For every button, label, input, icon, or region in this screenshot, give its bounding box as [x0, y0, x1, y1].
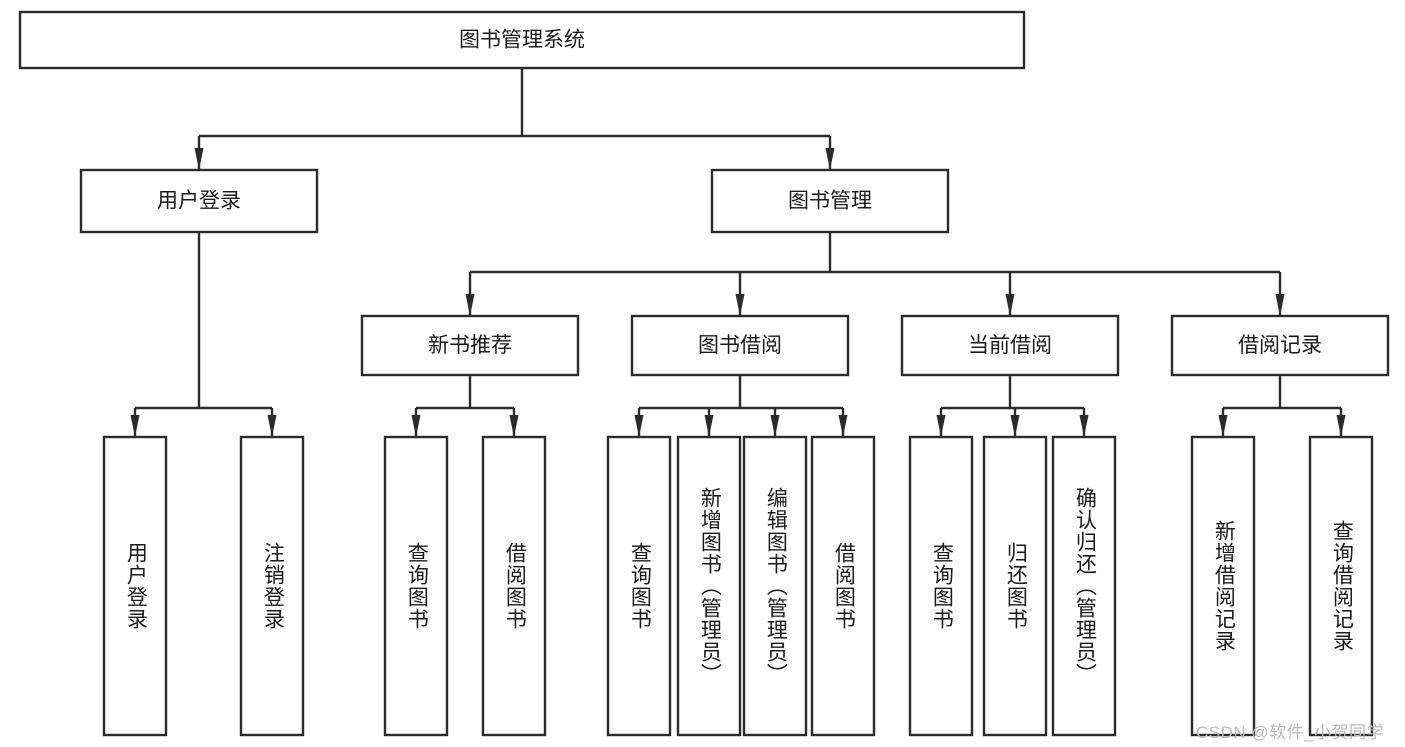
node-box-user-login[interactable]	[79, 168, 319, 234]
node-label-new-book-recommend: 新书推荐	[428, 334, 512, 357]
node-box-leaf-query-book-current[interactable]	[908, 435, 974, 737]
node-box-leaf-borrow-book-recommend[interactable]	[481, 435, 547, 737]
arrow-head-icon	[704, 415, 714, 437]
node-label-root: 图书管理系统	[459, 29, 585, 52]
node-box-leaf-user-login[interactable]	[102, 435, 168, 737]
arrow-head-icon	[770, 415, 780, 437]
arrow-head-icon	[1079, 415, 1089, 437]
node-box-leaf-add-borrow-record[interactable]	[1190, 435, 1256, 737]
arrow-head-icon	[194, 148, 204, 170]
node-label-current-borrow: 当前借阅	[968, 334, 1052, 357]
node-box-leaf-query-borrow-record[interactable]	[1308, 435, 1374, 737]
arrow-head-icon	[509, 415, 519, 437]
arrow-head-icon	[1010, 415, 1020, 437]
node-label-book-manage: 图书管理	[788, 190, 872, 213]
node-box-borrow-record[interactable]	[1170, 314, 1390, 377]
node-box-book-borrow[interactable]	[630, 314, 850, 377]
arrow-head-icon	[1005, 294, 1015, 316]
node-box-leaf-borrow-book[interactable]	[810, 435, 876, 737]
csdn-watermark: CSDN @软件_小贺同学	[1196, 723, 1385, 742]
arrow-head-icon	[936, 415, 946, 437]
node-box-leaf-confirm-return[interactable]	[1051, 435, 1117, 737]
node-box-leaf-query-book-recommend[interactable]	[383, 435, 449, 737]
node-label-user-login: 用户登录	[157, 190, 241, 213]
node-box-root[interactable]	[18, 10, 1026, 70]
node-label-book-borrow: 图书借阅	[698, 334, 782, 357]
node-label-borrow-record: 借阅记录	[1238, 334, 1322, 357]
arrow-head-icon	[267, 415, 277, 437]
arrow-head-icon	[411, 415, 421, 437]
node-box-current-borrow[interactable]	[900, 314, 1120, 377]
node-box-leaf-return-book[interactable]	[982, 435, 1048, 737]
node-box-new-book-recommend[interactable]	[360, 314, 580, 377]
connectors-layer	[130, 68, 1346, 437]
arrow-head-icon	[1275, 294, 1285, 316]
node-box-leaf-query-book-borrow[interactable]	[606, 435, 672, 737]
arrow-head-icon	[735, 294, 745, 316]
arrow-head-icon	[838, 415, 848, 437]
arrow-head-icon	[1218, 415, 1228, 437]
node-box-book-manage[interactable]	[710, 168, 950, 234]
arrow-head-icon	[634, 415, 644, 437]
arrow-head-icon	[130, 415, 140, 437]
node-box-leaf-logout[interactable]	[239, 435, 305, 737]
node-box-leaf-edit-book[interactable]	[742, 435, 808, 737]
arrow-head-icon	[465, 294, 475, 316]
node-boxes-layer	[18, 10, 1390, 737]
node-box-leaf-add-book[interactable]	[676, 435, 742, 737]
arrow-head-icon	[825, 148, 835, 170]
arrow-head-icon	[1336, 415, 1346, 437]
